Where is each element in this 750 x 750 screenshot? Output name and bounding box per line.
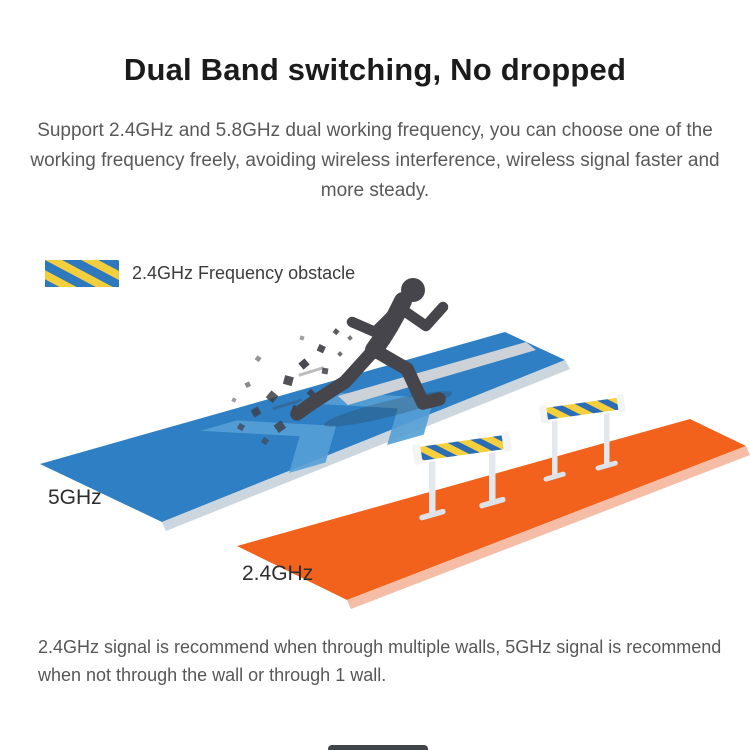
slow-track-surface	[237, 419, 746, 600]
slow-track-label: 2.4GHz	[242, 562, 314, 585]
legend-label: 2.4GHz Frequency obstacle	[132, 263, 356, 283]
page-description: Support 2.4GHz and 5.8GHz dual working f…	[30, 120, 720, 202]
footer-note: 2.4GHz signal is recommend when through …	[38, 637, 722, 685]
obstacle-swatch-icon	[45, 260, 119, 287]
particle-trail	[231, 328, 353, 446]
next-section-peek	[328, 745, 428, 750]
hurdle-far-icon	[539, 394, 626, 482]
speed-chevrons-icon	[200, 392, 435, 473]
slow-track-edge	[347, 446, 750, 609]
fast-track-label: 5GHz	[48, 486, 102, 509]
hurdle-near-icon	[412, 431, 512, 521]
fast-track-edge	[162, 360, 570, 531]
runner-icon	[290, 278, 449, 421]
page-title: Dual Band switching, No dropped	[123, 52, 627, 87]
legend: 2.4GHz Frequency obstacle	[45, 260, 355, 287]
runner-platform-edge	[338, 342, 536, 405]
